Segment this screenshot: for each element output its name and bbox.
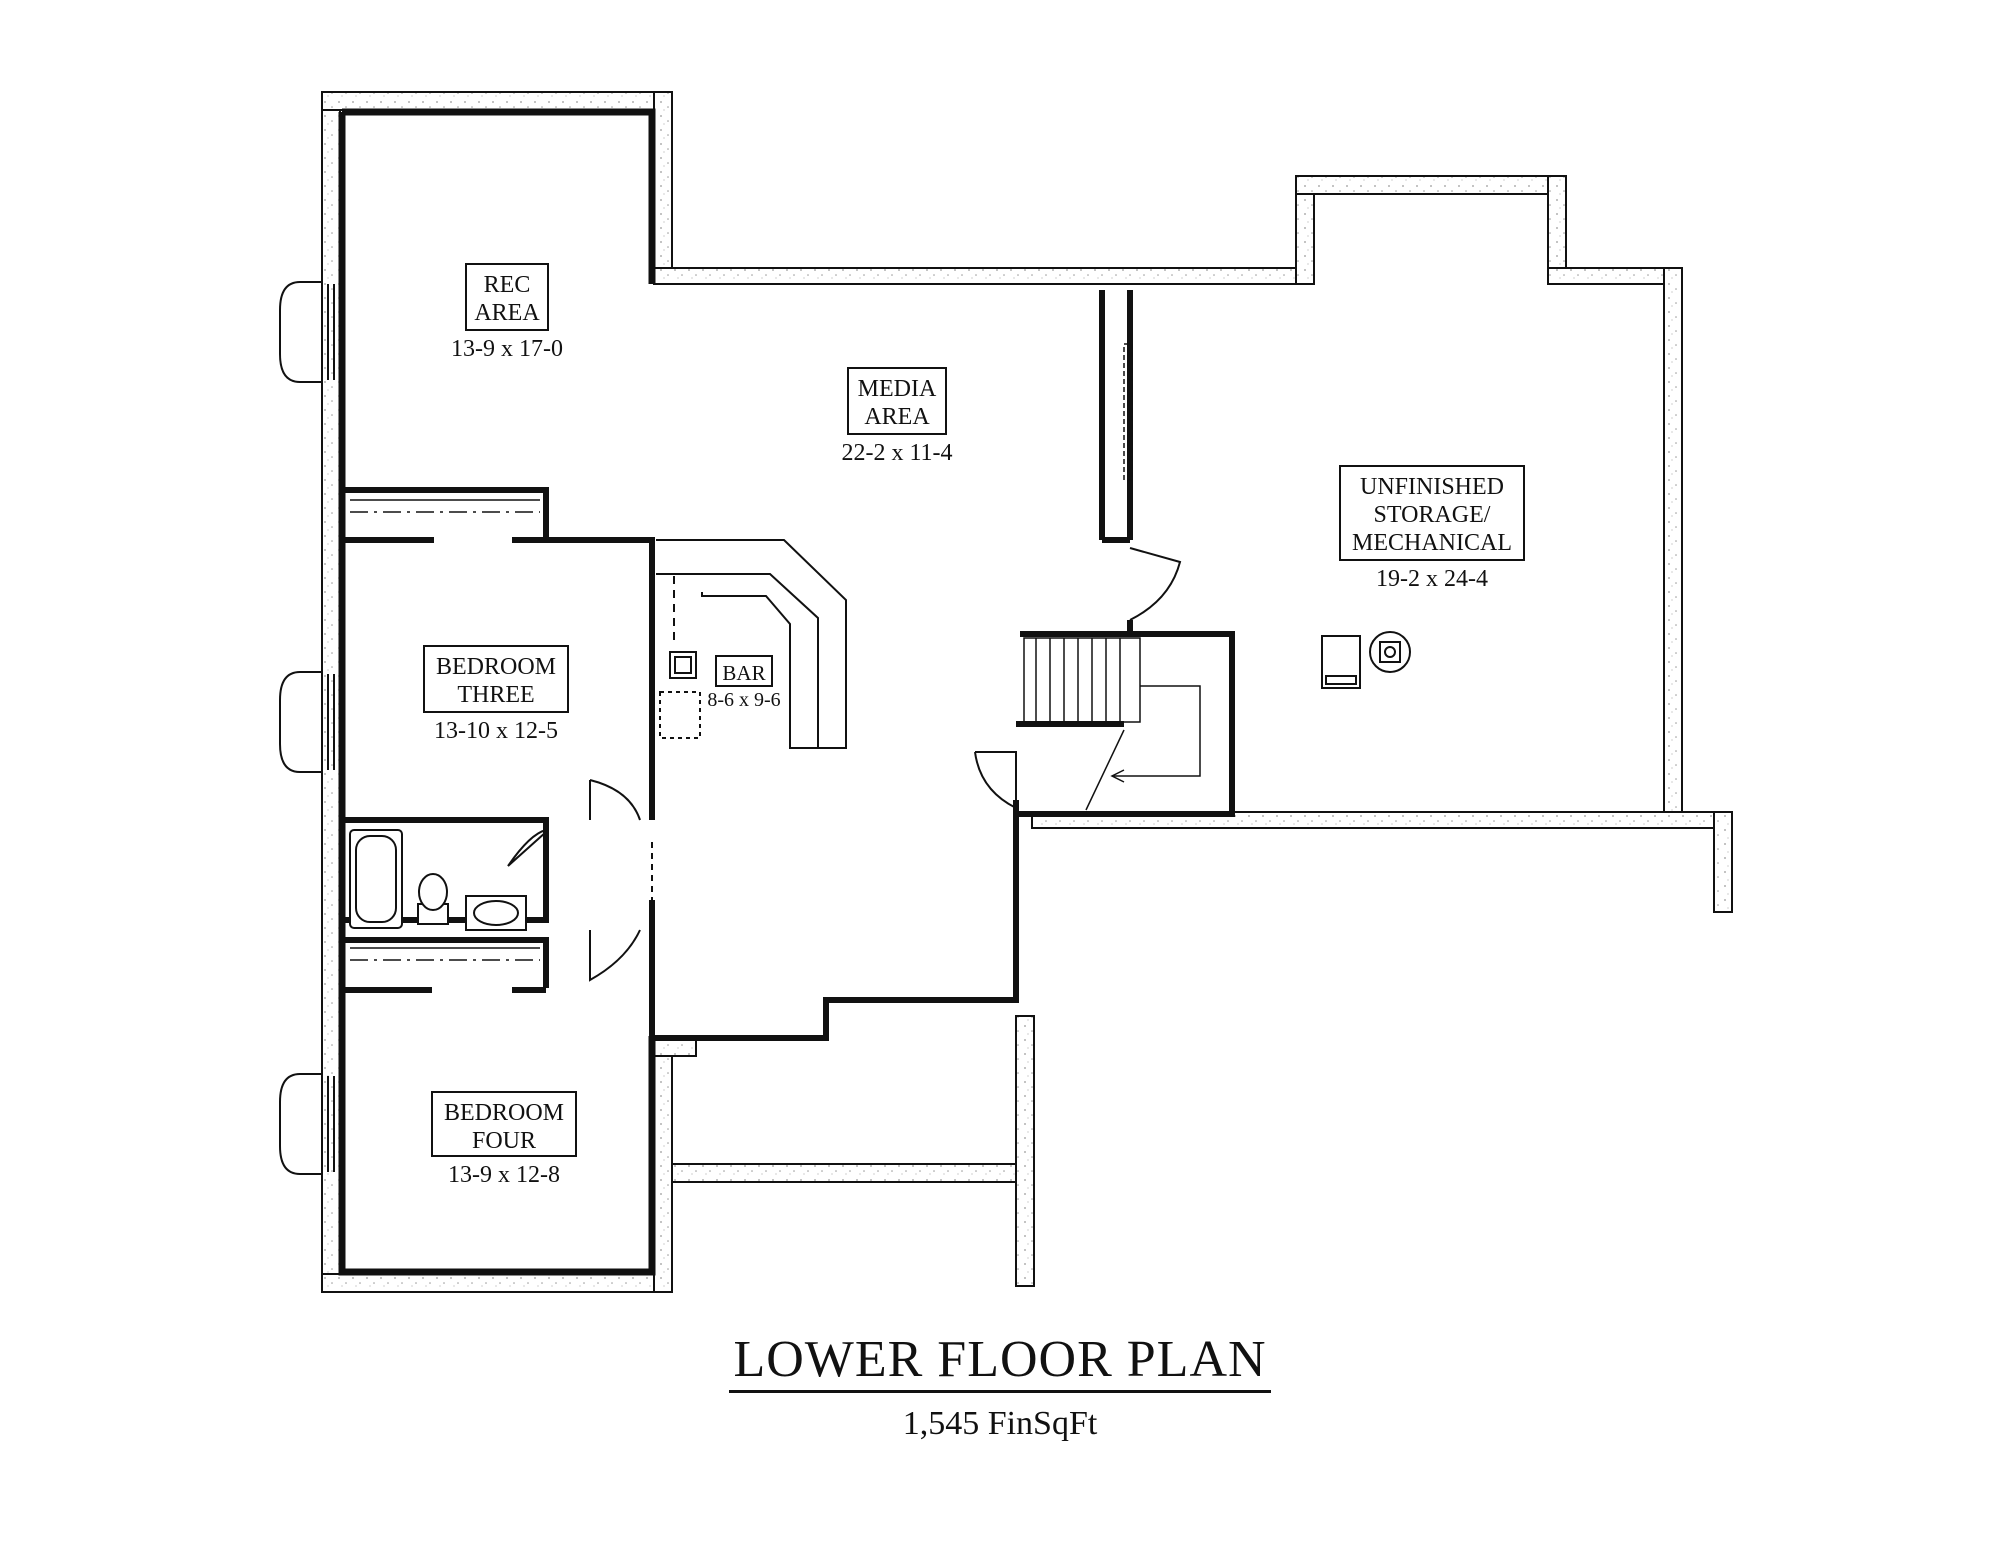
plan-subtitle: 1,545 FinSqFt [902, 1405, 1098, 1442]
svg-text:THREE: THREE [457, 682, 534, 708]
door-swings [507, 547, 1182, 982]
svg-text:REC: REC [484, 272, 531, 298]
bar-counter [656, 539, 847, 749]
media-wall-fixture [1123, 343, 1133, 481]
svg-text:FOUR: FOUR [472, 1128, 536, 1154]
plan-title: LOWER FLOOR PLAN [0, 1330, 2000, 1393]
svg-text:BAR: BAR [722, 661, 765, 685]
svg-text:19-2 x 24-4: 19-2 x 24-4 [1376, 566, 1488, 592]
svg-text:BEDROOM: BEDROOM [436, 654, 556, 680]
room-label-storage: UNFINISHED STORAGE/ MECHANICAL 19-2 x 24… [1339, 465, 1525, 592]
room-label-bar: BAR 8-6 x 9-6 [707, 655, 781, 711]
svg-text:MECHANICAL: MECHANICAL [1352, 530, 1512, 556]
room-label-bedroom-three: BEDROOM THREE 13-10 x 12-5 [423, 645, 569, 744]
svg-text:STORAGE/: STORAGE/ [1374, 502, 1491, 528]
svg-text:22-2 x 11-4: 22-2 x 11-4 [841, 440, 952, 466]
svg-text:BEDROOM: BEDROOM [444, 1100, 564, 1126]
room-label-rec: REC AREA 13-9 x 17-0 [451, 263, 563, 362]
closet-rods [350, 499, 540, 961]
svg-text:13-9 x 17-0: 13-9 x 17-0 [451, 336, 563, 362]
svg-text:13-10 x 12-5: 13-10 x 12-5 [434, 718, 558, 744]
svg-text:13-9 x 12-8: 13-9 x 12-8 [448, 1162, 560, 1188]
foundation-walls [321, 91, 1733, 1293]
bath-fixtures [349, 829, 527, 931]
mechanical-equipment [1321, 631, 1411, 689]
window-bays [279, 281, 335, 1175]
svg-text:AREA: AREA [474, 300, 540, 326]
room-label-media: MEDIA AREA 22-2 x 11-4 [841, 367, 953, 466]
svg-text:8-6 x 9-6: 8-6 x 9-6 [707, 689, 780, 711]
stairs [1023, 637, 1201, 811]
svg-text:MEDIA: MEDIA [858, 376, 937, 402]
svg-text:UNFINISHED: UNFINISHED [1360, 474, 1504, 500]
interior-walls [338, 108, 1235, 1276]
svg-text:AREA: AREA [864, 404, 930, 430]
plan-title-text: LOWER FLOOR PLAN [729, 1331, 1271, 1393]
room-label-bedroom-four: BEDROOM FOUR 13-9 x 12-8 [431, 1091, 577, 1188]
